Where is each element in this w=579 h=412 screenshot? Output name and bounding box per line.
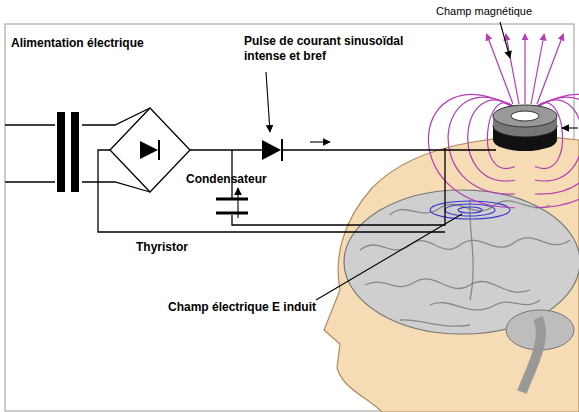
induced-current (430, 201, 510, 219)
brain (344, 190, 579, 392)
field-label: Champ magnétique (436, 5, 532, 19)
capacitor (216, 199, 248, 213)
field-arrow (506, 34, 519, 104)
field-arrow (537, 34, 563, 104)
transformer (57, 112, 79, 192)
thyristor-label: Thyristor (136, 240, 188, 255)
bridge-rectifier (110, 108, 190, 192)
head-profile (324, 137, 579, 412)
thyristor (262, 139, 282, 161)
field-arrow (487, 34, 513, 104)
magnetic-field-lines (428, 34, 579, 208)
capacitor-label: Condensateur (186, 172, 267, 187)
pulse-label: Pulse de courant sinusoïdal intense et b… (244, 34, 404, 64)
field-arrow (524, 34, 525, 104)
coil (493, 105, 557, 151)
induced-field-label: Champ électrique E induit (168, 300, 316, 315)
circuit-wires (5, 108, 496, 232)
power-supply-label: Alimentation électrique (11, 36, 144, 51)
leader-lines (238, 22, 578, 300)
field-arrow (531, 34, 544, 104)
